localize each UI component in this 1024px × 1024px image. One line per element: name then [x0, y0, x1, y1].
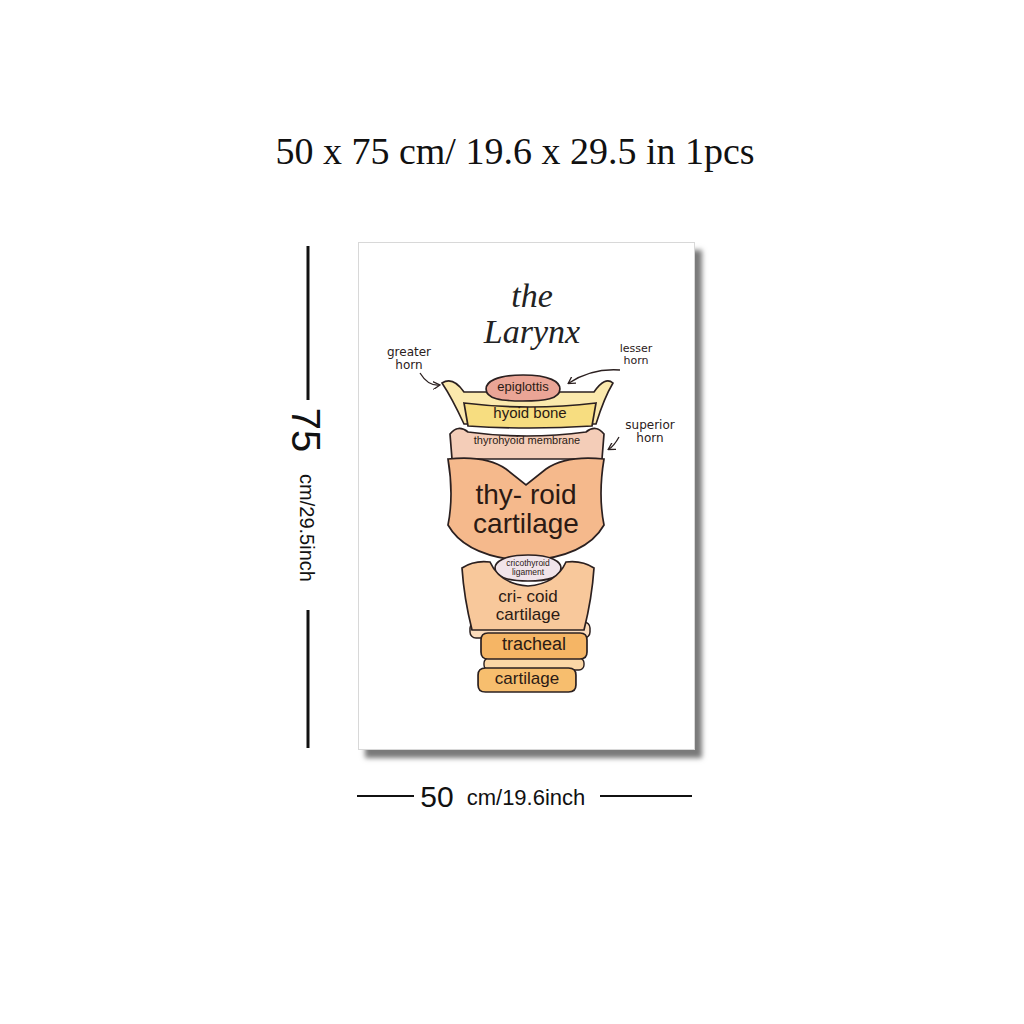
cartilage-part: epiglottis [485, 374, 561, 402]
part-label: lesser horn [610, 343, 662, 366]
part-name: thyrohyoid membrane [452, 435, 602, 447]
dimension-label: 50 [420, 781, 453, 813]
poster-title: the Larynx [467, 278, 597, 349]
part-shape [481, 633, 587, 659]
part-name: thy- roid cartilage [458, 480, 594, 539]
cartilage-part: cartilage [477, 667, 577, 693]
part-name: cricothyroid ligament [499, 559, 557, 577]
part-name: cri- coid cartilage [482, 588, 574, 624]
cartilage-part: thyrohyoid membrane [448, 426, 606, 460]
dimension-label: cm/29.5inch [296, 474, 317, 582]
part-label: superior horn [617, 419, 683, 444]
leader-arrow [609, 437, 619, 449]
part-name: hyoid bone [470, 405, 590, 421]
part-shape [448, 458, 604, 561]
dimension-line [307, 610, 310, 748]
part-label: greater horn [378, 346, 440, 371]
dimension-label: cm/19.6inch [467, 786, 586, 809]
cartilage-part: hyoid bone [462, 400, 598, 428]
size-caption: 50 x 75 cm/ 19.6 x 29.5 in 1pcs [275, 132, 754, 172]
dimension-line [357, 795, 414, 797]
leader-arrow [569, 370, 620, 383]
part-shape [450, 428, 604, 459]
dimension-line [600, 795, 692, 797]
dimension-label: 75 [285, 408, 327, 453]
part-name: epiglottis [490, 380, 556, 394]
part-shape [464, 403, 596, 428]
cartilage-part: tracheal [480, 632, 588, 660]
cartilage-part: thy- roid cartilage [446, 455, 606, 563]
leader-arrow [420, 373, 439, 385]
dimension-line [307, 246, 310, 400]
cartilage-part: cri- coid cartilage [460, 558, 596, 632]
part-shape [462, 562, 594, 630]
part-name: tracheal [484, 635, 584, 654]
part-shape [495, 555, 561, 581]
part-shape [486, 375, 560, 401]
part-shape [478, 668, 576, 692]
part-name: cartilage [482, 670, 572, 688]
